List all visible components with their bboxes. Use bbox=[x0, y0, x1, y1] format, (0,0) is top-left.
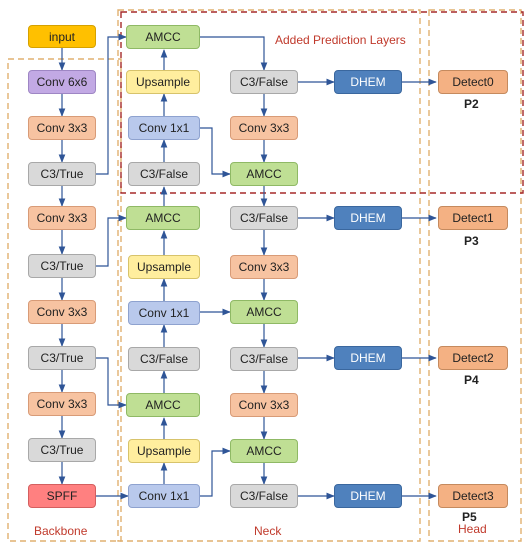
amcc-node: AMCC bbox=[230, 300, 298, 324]
neck-conv3x3-node: Conv 3x3 bbox=[230, 116, 298, 140]
detect2-node: Detect2 bbox=[438, 346, 508, 370]
added-prediction-region bbox=[120, 11, 524, 194]
spff-node: SPFF bbox=[28, 484, 96, 508]
backbone-c3-node: C3/True bbox=[28, 254, 96, 278]
c3-false-node: C3/False bbox=[230, 206, 298, 230]
edge bbox=[96, 214, 127, 267]
detect3-node: Detect3 bbox=[438, 484, 508, 508]
backbone-conv3x3-node: Conv 3x3 bbox=[28, 206, 96, 230]
backbone-region bbox=[7, 58, 122, 542]
p5-caption: P5 bbox=[462, 510, 477, 524]
dhem-node: DHEM bbox=[334, 70, 402, 94]
upsample-node: Upsample bbox=[126, 70, 200, 94]
c3-false-node: C3/False bbox=[230, 70, 298, 94]
backbone-conv3x3-node: Conv 3x3 bbox=[28, 300, 96, 324]
backbone-conv3x3-node: Conv 3x3 bbox=[28, 116, 96, 140]
upsample-node: Upsample bbox=[128, 255, 200, 279]
amcc-node: AMCC bbox=[126, 206, 200, 230]
dhem-node: DHEM bbox=[334, 206, 402, 230]
neck-conv3x3-node: Conv 3x3 bbox=[230, 255, 298, 279]
edge bbox=[96, 33, 127, 175]
amcc-node: AMCC bbox=[230, 439, 298, 463]
c3-false-node: C3/False bbox=[230, 347, 298, 371]
detect0-node: Detect0 bbox=[438, 70, 508, 94]
backbone-label: Backbone bbox=[34, 524, 88, 538]
head-region bbox=[428, 9, 522, 542]
p4-caption: P4 bbox=[464, 373, 479, 387]
added-layers-label: Added Prediction Layers bbox=[275, 33, 406, 47]
backbone-c3-node: C3/True bbox=[28, 162, 96, 186]
detect1-node: Detect1 bbox=[438, 206, 508, 230]
dhem-node: DHEM bbox=[334, 484, 402, 508]
amcc-node: AMCC bbox=[230, 162, 298, 186]
head-label: Head bbox=[458, 522, 487, 536]
neck-conv3x3-node: Conv 3x3 bbox=[230, 393, 298, 417]
c3-false-node: C3/False bbox=[128, 162, 200, 186]
conv6x6-node: Conv 6x6 bbox=[28, 70, 96, 94]
conv1x1-node: Conv 1x1 bbox=[128, 484, 200, 508]
p3-caption: P3 bbox=[464, 234, 479, 248]
c3-false-node: C3/False bbox=[230, 484, 298, 508]
edge bbox=[96, 357, 127, 409]
backbone-conv3x3-node: Conv 3x3 bbox=[28, 392, 96, 416]
dhem-node: DHEM bbox=[334, 346, 402, 370]
edge bbox=[200, 36, 268, 71]
conv1x1-node: Conv 1x1 bbox=[128, 301, 200, 325]
edge bbox=[200, 127, 231, 178]
backbone-c3-node: C3/True bbox=[28, 438, 96, 462]
amcc-node: AMCC bbox=[126, 393, 200, 417]
amcc-node: AMCC bbox=[126, 25, 200, 49]
conv1x1-node: Conv 1x1 bbox=[128, 116, 200, 140]
upsample-node: Upsample bbox=[128, 439, 200, 463]
p2-caption: P2 bbox=[464, 97, 479, 111]
neck-region bbox=[117, 9, 421, 542]
edge bbox=[200, 447, 231, 497]
c3-false-node: C3/False bbox=[128, 347, 200, 371]
neck-label: Neck bbox=[254, 524, 282, 538]
backbone-c3-node: C3/True bbox=[28, 346, 96, 370]
input-node: input bbox=[28, 25, 96, 48]
